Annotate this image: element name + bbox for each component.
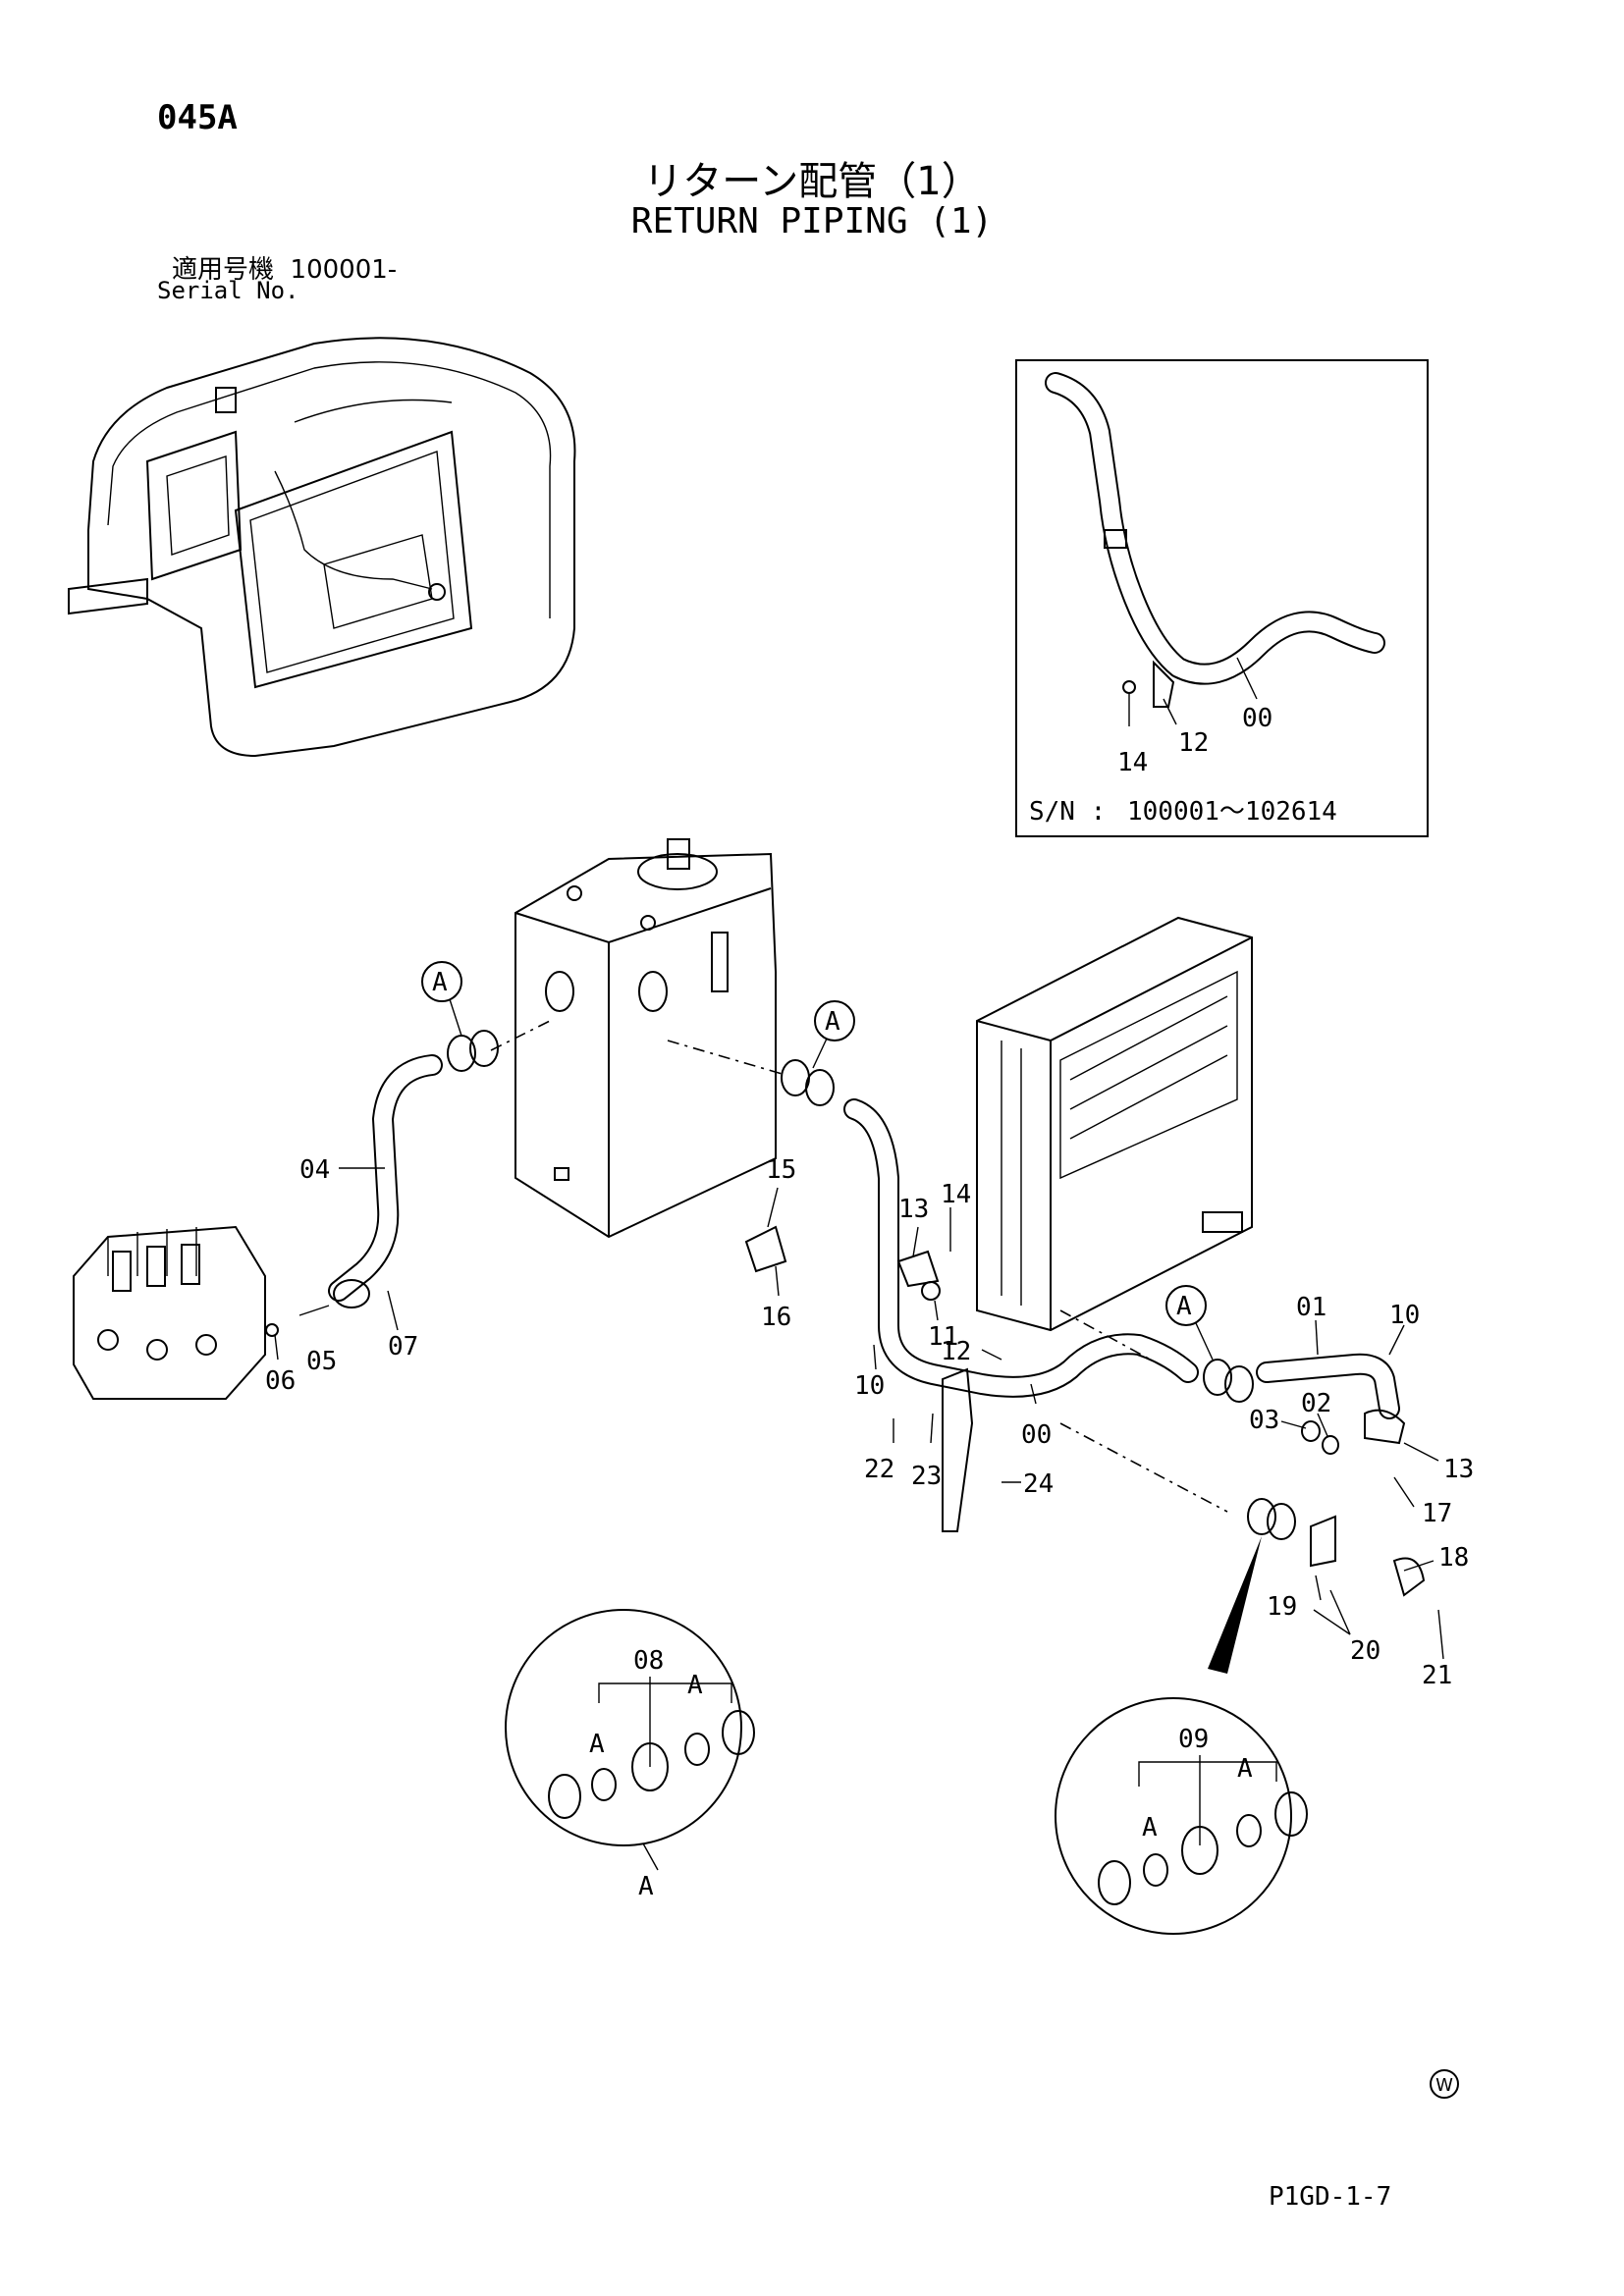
o-ring-06 <box>265 1323 279 1337</box>
callout-14: 14 <box>941 1180 971 1209</box>
hydraulic-oil-tank <box>514 838 777 1239</box>
leader-lines <box>274 1167 1444 1660</box>
bracket-13 <box>896 1250 940 1288</box>
fitting-05 <box>333 1279 370 1308</box>
clamp-a-right <box>1203 1359 1254 1403</box>
page-code: 045A <box>157 98 238 137</box>
oil-cooler-radiator <box>976 916 1253 1332</box>
callout-01: 01 <box>1296 1293 1326 1322</box>
callout-02: 02 <box>1301 1389 1331 1418</box>
o-ring-03 <box>1301 1420 1321 1442</box>
inset-early-serial-detail: 14 12 00 S/N : 100001～102614 <box>1015 359 1429 837</box>
callout-20: 20 <box>1350 1636 1380 1666</box>
callout-08: 08 <box>633 1646 664 1676</box>
clamp-11 <box>921 1281 941 1301</box>
callout-06: 06 <box>265 1366 296 1396</box>
inset-serial-label: S/N : <box>1029 797 1106 827</box>
clamp-18 <box>1392 1557 1426 1597</box>
return-pipe-04 <box>330 1056 441 1300</box>
callout-10-left: 10 <box>854 1371 885 1401</box>
callout-13-lower: 13 <box>1443 1455 1474 1484</box>
callout-07: 07 <box>388 1332 418 1362</box>
inset-serial-range: 100001～102614 <box>1127 797 1337 827</box>
clamp-a-center <box>781 1059 835 1106</box>
detail-a-inner-label: A <box>589 1730 605 1759</box>
callout-09: 09 <box>1178 1725 1209 1754</box>
callout-05: 05 <box>306 1347 337 1376</box>
callout-19: 19 <box>1267 1592 1297 1622</box>
inset-callout-12: 12 <box>1178 728 1209 758</box>
page-title-japanese: リターン配管（1） <box>643 159 981 204</box>
callout-21: 21 <box>1422 1661 1452 1690</box>
serial-label-japanese: 適用号機 100001- <box>172 249 397 286</box>
callout-03: 03 <box>1249 1406 1279 1435</box>
callout-13-upper: 13 <box>898 1195 929 1224</box>
stay-23 <box>942 1367 974 1532</box>
detail-marker-a-3: A <box>1165 1285 1214 1361</box>
detail-a-inner-label: A <box>687 1671 703 1700</box>
detail-a-caption: A <box>638 1872 654 1901</box>
detail-a-circle-right: 09 A A <box>1055 1697 1308 1935</box>
callout-00: 00 <box>1021 1420 1052 1450</box>
marker-a-label: A <box>432 968 448 997</box>
serial-number-value: 100001- <box>290 255 398 285</box>
callout-16: 16 <box>761 1303 791 1332</box>
return-pipe-01 <box>1258 1355 1398 1417</box>
detail-a-inner-label: A <box>1142 1813 1158 1842</box>
fitting-02 <box>1322 1435 1339 1455</box>
callout-22: 22 <box>864 1455 894 1484</box>
callout-18: 18 <box>1438 1543 1469 1573</box>
page-title-english: RETURN PIPING (1) <box>630 201 994 241</box>
serial-label-english: Serial No. <box>157 277 299 304</box>
inset-callout-14: 14 <box>1117 748 1148 777</box>
detail-pointer-wedge <box>1208 1536 1262 1674</box>
bracket-15 <box>744 1225 787 1273</box>
callout-04: 04 <box>299 1155 330 1185</box>
detail-marker-a-1: A <box>421 961 462 1037</box>
detail-marker-a-2: A <box>812 1000 855 1069</box>
callout-23: 23 <box>911 1462 942 1491</box>
excavator-overview-illustration <box>68 337 576 758</box>
detail-a-circle-left: A 08 A A <box>505 1609 755 1901</box>
callout-11: 11 <box>928 1322 958 1352</box>
detail-a-inner-label: A <box>1237 1754 1253 1784</box>
marker-a-label: A <box>1176 1292 1192 1321</box>
watermark-w: W <box>1430 2069 1459 2099</box>
callout-17: 17 <box>1422 1499 1452 1528</box>
callout-15: 15 <box>766 1155 796 1185</box>
callout-10-right: 10 <box>1389 1301 1420 1330</box>
return-pipe-00 <box>845 1100 1197 1396</box>
serial-label-ja-text: 適用号機 <box>172 255 275 285</box>
clamp-a-left <box>447 1030 499 1072</box>
clamp-a-lower <box>1247 1498 1296 1540</box>
callout-12: 12 <box>941 1337 971 1366</box>
control-valve <box>73 1225 266 1400</box>
marker-a-label: A <box>825 1007 840 1037</box>
inset-callout-00: 00 <box>1242 704 1272 733</box>
callout-24: 24 <box>1023 1469 1054 1499</box>
footer-document-code: P1GD-1-7 <box>1269 2182 1392 2212</box>
bracket-19 <box>1310 1515 1336 1568</box>
